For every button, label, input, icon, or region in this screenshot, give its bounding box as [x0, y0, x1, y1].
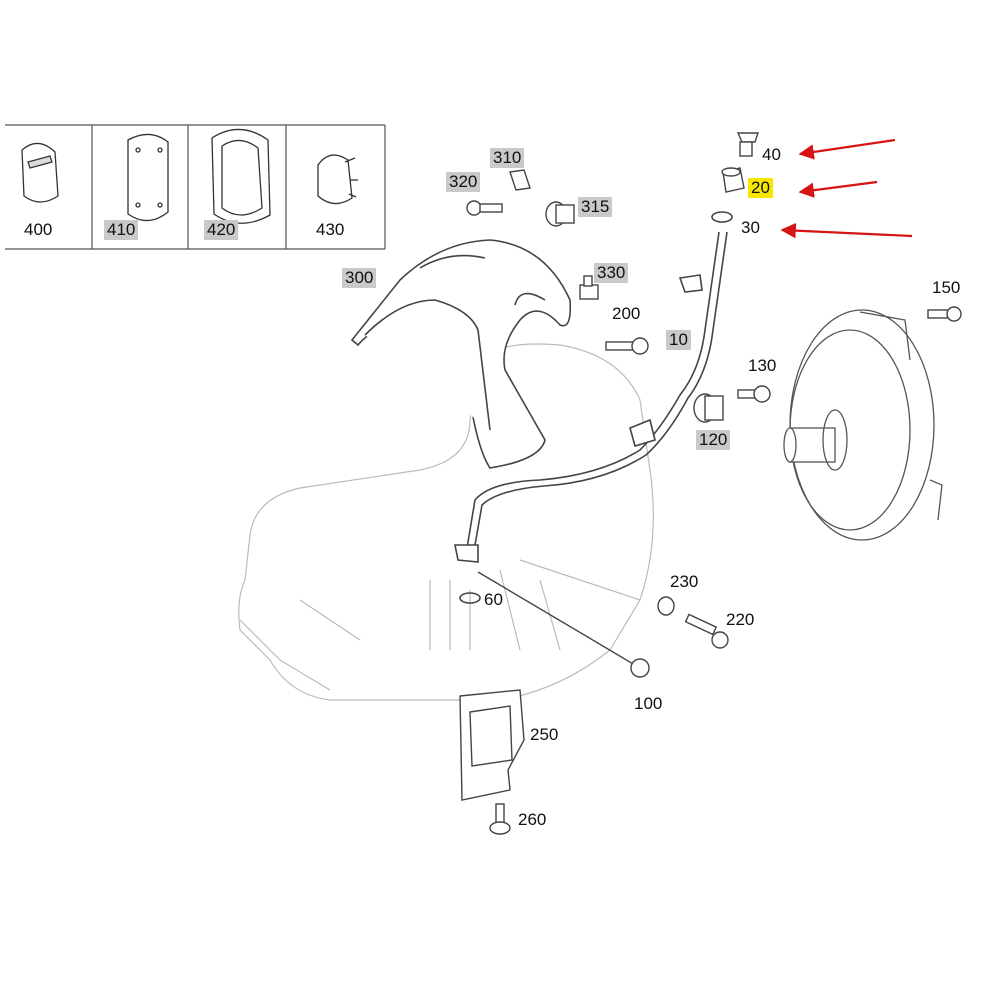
part-310-clip	[509, 169, 531, 191]
label-250: 250	[530, 725, 559, 744]
part-40-plug	[736, 132, 759, 157]
label-150: 150	[932, 278, 961, 297]
inset-box	[5, 124, 386, 250]
part-220-bolt	[684, 613, 729, 649]
label-30: 30	[741, 218, 760, 237]
part-410-gasket	[127, 133, 169, 222]
label-10: 10	[666, 330, 691, 350]
label-320: 320	[446, 172, 481, 192]
part-400-cover	[21, 142, 59, 203]
arrow-to-20	[798, 180, 878, 198]
label-300: 300	[342, 268, 377, 288]
label-130: 130	[748, 356, 777, 375]
part-230-washer	[657, 596, 675, 616]
label-310: 310	[490, 148, 525, 168]
label-400: 400	[24, 220, 53, 239]
label-100: 100	[634, 694, 663, 713]
part-250-shield	[459, 689, 525, 801]
label-430: 430	[316, 220, 345, 239]
part-20-seal	[721, 167, 745, 193]
part-150-bolt	[927, 306, 962, 322]
part-420-gasket	[211, 128, 271, 224]
label-120: 120	[696, 430, 731, 450]
part-10-dipstick-tube	[454, 231, 728, 563]
label-220: 220	[726, 610, 755, 629]
label-260: 260	[518, 810, 547, 829]
transmission-housing	[238, 343, 654, 701]
arrow-to-30	[780, 222, 913, 239]
label-20: 20	[748, 178, 773, 198]
label-40: 40	[762, 145, 781, 164]
part-315-mount	[545, 201, 575, 227]
part-260-bolt	[489, 803, 511, 835]
arrow-to-40	[798, 138, 896, 160]
part-330-bracket	[579, 275, 599, 300]
label-230: 230	[670, 572, 699, 591]
red-arrows	[780, 138, 913, 239]
part-300-cover	[350, 239, 572, 469]
label-200: 200	[612, 304, 641, 323]
part-60-oring	[459, 592, 481, 604]
label-410: 410	[104, 220, 139, 240]
torque-converter	[783, 309, 943, 541]
part-130-bolt	[737, 385, 771, 403]
part-30-oring	[711, 211, 733, 223]
label-315: 315	[578, 197, 613, 217]
part-100-bolt	[477, 571, 650, 678]
label-420: 420	[204, 220, 239, 240]
label-330: 330	[594, 263, 629, 283]
part-120-mount	[693, 393, 724, 423]
part-200-bolt	[605, 337, 649, 355]
label-60: 60	[484, 590, 503, 609]
part-320-bolt	[466, 200, 503, 216]
part-430-cap	[317, 154, 358, 205]
